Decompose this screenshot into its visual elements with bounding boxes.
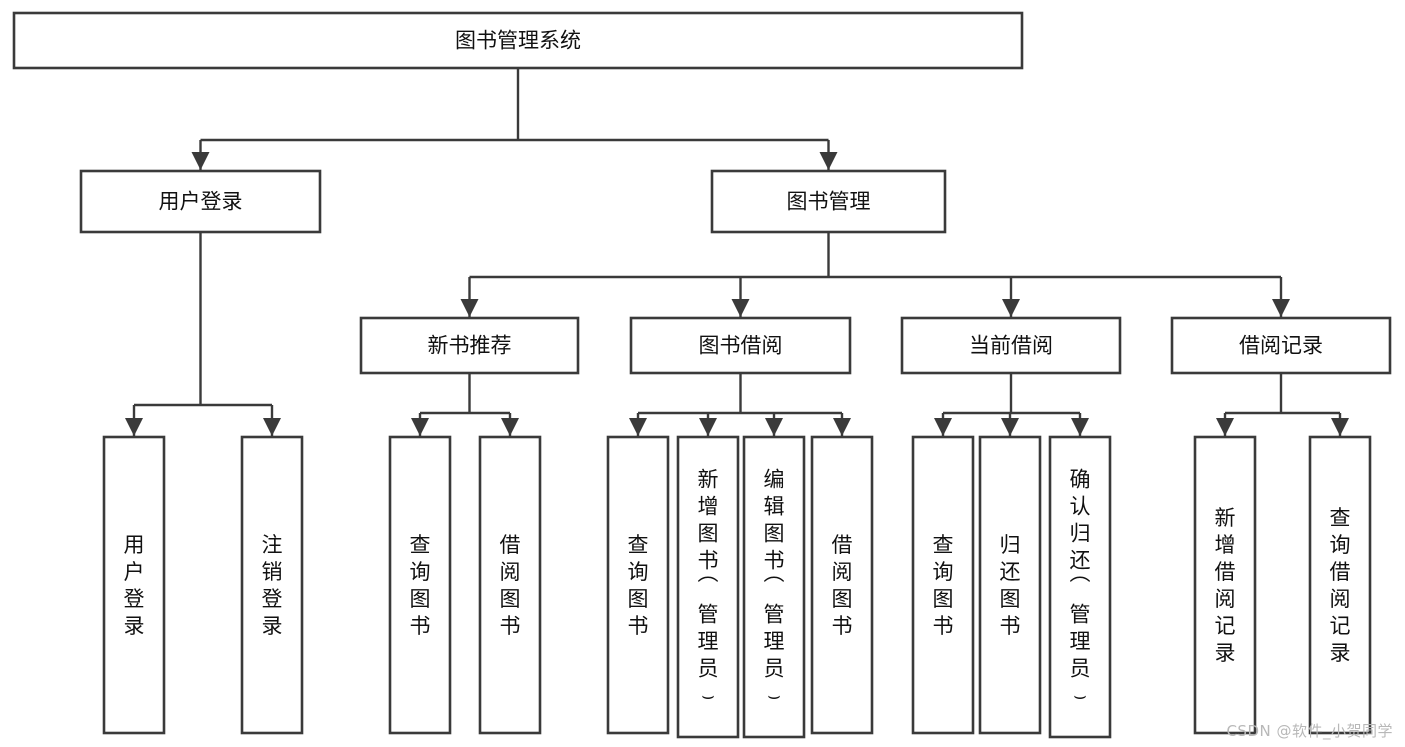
node-new-book-recommend[interactable]: 新书推荐 bbox=[359, 316, 580, 375]
node-label-leaf-query-book-current: 查询图书 bbox=[933, 533, 954, 638]
node-box-leaf-edit-book-admin bbox=[742, 435, 806, 739]
arrow-head-root-1 bbox=[819, 152, 838, 170]
node-box-leaf-query-borrow-record bbox=[1308, 435, 1372, 735]
arrow-head-grp-current-borrow-1 bbox=[1001, 418, 1019, 436]
arrow-head-grp-user-login-1 bbox=[263, 418, 281, 436]
arrow-head-grp-book-borrow-0 bbox=[629, 418, 647, 436]
node-label-new-book-recommend: 新书推荐 bbox=[428, 334, 512, 358]
node-label-current-borrow: 当前借阅 bbox=[969, 334, 1053, 358]
node-label-book-manage: 图书管理 bbox=[787, 190, 871, 214]
arrow-head-grp-book-borrow-1 bbox=[699, 418, 717, 436]
node-box-leaf-borrow-book-recommend bbox=[478, 435, 542, 735]
node-box-leaf-logout-login bbox=[240, 435, 304, 735]
node-leaf-query-book-current[interactable]: 查询图书 bbox=[911, 435, 975, 735]
watermark-label: CSDN @软件_小贺同学 bbox=[1226, 722, 1393, 740]
arrow-head-book-manage-2 bbox=[1002, 299, 1020, 317]
arrow-head-book-manage-3 bbox=[1272, 299, 1290, 317]
node-label-leaf-query-book-recommend: 查询图书 bbox=[410, 533, 431, 638]
node-label-leaf-edit-book-admin: 编辑图书⌒管理员⌣ bbox=[764, 468, 785, 708]
node-box-book-borrow bbox=[629, 316, 852, 375]
connectors-layer bbox=[125, 68, 1349, 436]
node-leaf-return-book[interactable]: 归还图书 bbox=[978, 435, 1042, 735]
node-leaf-user-login[interactable]: 用户登录 bbox=[102, 435, 166, 735]
arrow-head-grp-current-borrow-0 bbox=[934, 418, 952, 436]
node-box-borrow-record bbox=[1170, 316, 1392, 375]
arrow-head-grp-book-borrow-2 bbox=[765, 418, 783, 436]
node-label-leaf-add-borrow-record: 新增借阅记录 bbox=[1215, 506, 1236, 665]
node-box-leaf-query-book-current bbox=[911, 435, 975, 735]
node-label-root: 图书管理系统 bbox=[455, 29, 581, 53]
arrow-head-grp-user-login-0 bbox=[125, 418, 143, 436]
node-book-borrow[interactable]: 图书借阅 bbox=[629, 316, 852, 375]
node-box-leaf-return-book bbox=[978, 435, 1042, 735]
node-box-leaf-user-login bbox=[102, 435, 166, 735]
node-root[interactable]: 图书管理系统 bbox=[12, 11, 1024, 70]
node-label-leaf-logout-login: 注销登录 bbox=[262, 533, 283, 638]
node-user-login[interactable]: 用户登录 bbox=[79, 169, 322, 234]
node-label-leaf-borrow-book: 借阅图书 bbox=[832, 533, 853, 638]
node-box-leaf-query-book-recommend bbox=[388, 435, 452, 735]
node-current-borrow[interactable]: 当前借阅 bbox=[900, 316, 1122, 375]
node-box-root bbox=[12, 11, 1024, 70]
node-box-leaf-add-book-admin bbox=[676, 435, 740, 739]
node-label-leaf-query-book-borrow: 查询图书 bbox=[628, 533, 649, 638]
node-label-leaf-user-login: 用户登录 bbox=[124, 533, 145, 638]
node-leaf-add-book-admin[interactable]: 新增图书⌒管理员⌣ bbox=[676, 435, 740, 739]
node-leaf-query-borrow-record[interactable]: 查询借阅记录 bbox=[1308, 435, 1372, 735]
node-leaf-confirm-return-admin[interactable]: 确认归还⌒管理员⌣ bbox=[1048, 435, 1112, 739]
nodes-layer: 图书管理系统用户登录图书管理新书推荐图书借阅当前借阅借阅记录用户登录注销登录查询… bbox=[12, 11, 1392, 739]
node-label-leaf-query-borrow-record: 查询借阅记录 bbox=[1330, 506, 1351, 665]
arrow-head-root-0 bbox=[191, 152, 210, 170]
node-leaf-logout-login[interactable]: 注销登录 bbox=[240, 435, 304, 735]
node-label-leaf-return-book: 归还图书 bbox=[1000, 533, 1021, 638]
node-box-leaf-confirm-return-admin bbox=[1048, 435, 1112, 739]
arrow-head-grp-book-borrow-3 bbox=[833, 418, 851, 436]
node-leaf-borrow-book[interactable]: 借阅图书 bbox=[810, 435, 874, 735]
node-leaf-query-book-borrow[interactable]: 查询图书 bbox=[606, 435, 670, 735]
node-leaf-borrow-book-recommend[interactable]: 借阅图书 bbox=[478, 435, 542, 735]
arrow-head-grp-new-book-recommend-1 bbox=[501, 418, 519, 436]
node-leaf-edit-book-admin[interactable]: 编辑图书⌒管理员⌣ bbox=[742, 435, 806, 739]
node-book-manage[interactable]: 图书管理 bbox=[710, 169, 947, 234]
node-box-leaf-add-borrow-record bbox=[1193, 435, 1257, 735]
node-label-user-login: 用户登录 bbox=[159, 190, 243, 214]
arrow-head-grp-new-book-recommend-0 bbox=[411, 418, 429, 436]
node-box-user-login bbox=[79, 169, 322, 234]
node-box-leaf-query-book-borrow bbox=[606, 435, 670, 735]
arrow-head-grp-borrow-record-1 bbox=[1331, 418, 1349, 436]
node-box-new-book-recommend bbox=[359, 316, 580, 375]
node-box-leaf-borrow-book bbox=[810, 435, 874, 735]
arrow-head-book-manage-0 bbox=[460, 299, 479, 317]
node-label-borrow-record: 借阅记录 bbox=[1239, 334, 1323, 358]
arrow-head-grp-current-borrow-2 bbox=[1071, 418, 1089, 436]
node-box-book-manage bbox=[710, 169, 947, 234]
node-label-book-borrow: 图书借阅 bbox=[699, 334, 783, 358]
node-label-leaf-borrow-book-recommend: 借阅图书 bbox=[500, 533, 521, 638]
node-borrow-record[interactable]: 借阅记录 bbox=[1170, 316, 1392, 375]
arrow-head-grp-borrow-record-0 bbox=[1216, 418, 1234, 436]
node-leaf-query-book-recommend[interactable]: 查询图书 bbox=[388, 435, 452, 735]
node-label-leaf-confirm-return-admin: 确认归还⌒管理员⌣ bbox=[1070, 468, 1091, 708]
arrow-head-book-manage-1 bbox=[731, 299, 750, 317]
node-label-leaf-add-book-admin: 新增图书⌒管理员⌣ bbox=[698, 468, 719, 708]
node-box-current-borrow bbox=[900, 316, 1122, 375]
node-leaf-add-borrow-record[interactable]: 新增借阅记录 bbox=[1193, 435, 1257, 735]
